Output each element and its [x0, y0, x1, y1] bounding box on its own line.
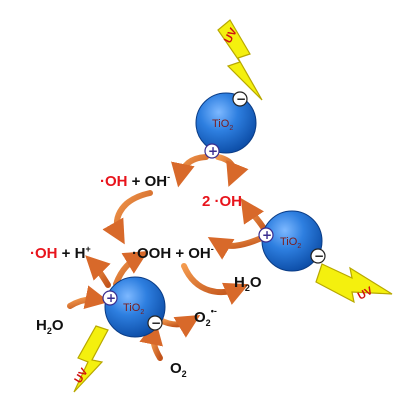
arrow-top-left	[171, 154, 209, 188]
tio2-particle-top: TiO2 − +	[195, 91, 257, 159]
tio2-particle-right: TiO2 + −	[258, 210, 326, 272]
species-two-oh-radical: 2 ·OH	[202, 193, 242, 210]
svg-text:+: +	[106, 291, 116, 305]
arrow-top-right	[215, 154, 249, 187]
arrow-bottom-up-left	[85, 255, 111, 288]
electron-badge-right: −	[310, 248, 326, 264]
uv-bolt-top: UV	[217, 19, 263, 101]
uv-bolt-bottom: UV	[72, 325, 109, 393]
arrow-electron-out	[157, 315, 201, 338]
species-water-left: H2O	[36, 317, 64, 336]
arrow-oh-down	[102, 190, 153, 245]
electron-badge-top: −	[232, 91, 248, 107]
uv-bolt-right: UV	[315, 263, 393, 304]
svg-text:+: +	[208, 144, 218, 158]
hole-badge-top: +	[204, 143, 220, 159]
svg-text:TiO2: TiO2	[123, 302, 144, 316]
svg-text:−: −	[236, 92, 246, 106]
arrow-o2-in	[139, 320, 163, 361]
species-oh-plus-ohminus: ·OH + OH-	[100, 172, 170, 190]
arrow-water-in	[67, 285, 110, 309]
arrow-bottom-up-right	[113, 251, 149, 287]
tio2-particle-bottom: TiO2 + −	[102, 276, 166, 338]
species-oxygen: O2	[170, 360, 187, 379]
electron-badge-bottom: −	[147, 315, 163, 331]
arrow-ooh-down	[181, 263, 249, 305]
svg-text:−: −	[314, 249, 324, 263]
svg-text:TiO2: TiO2	[280, 236, 301, 250]
arrow-right-left	[207, 233, 269, 260]
svg-text:+: +	[262, 228, 272, 242]
hole-badge-bottom: +	[102, 290, 118, 306]
hole-badge-right: +	[258, 227, 274, 243]
species-ooh-plus-ohminus: ·OOH + OH-	[132, 244, 214, 262]
svg-text:−: −	[151, 316, 161, 330]
reaction-arrows	[67, 154, 269, 361]
species-superoxide: O2•-	[194, 306, 217, 328]
svg-text:TiO2: TiO2	[212, 118, 233, 132]
species-water-right: H2O	[234, 274, 262, 293]
species-oh-plus-hplus: ·OH + H+	[30, 244, 91, 262]
